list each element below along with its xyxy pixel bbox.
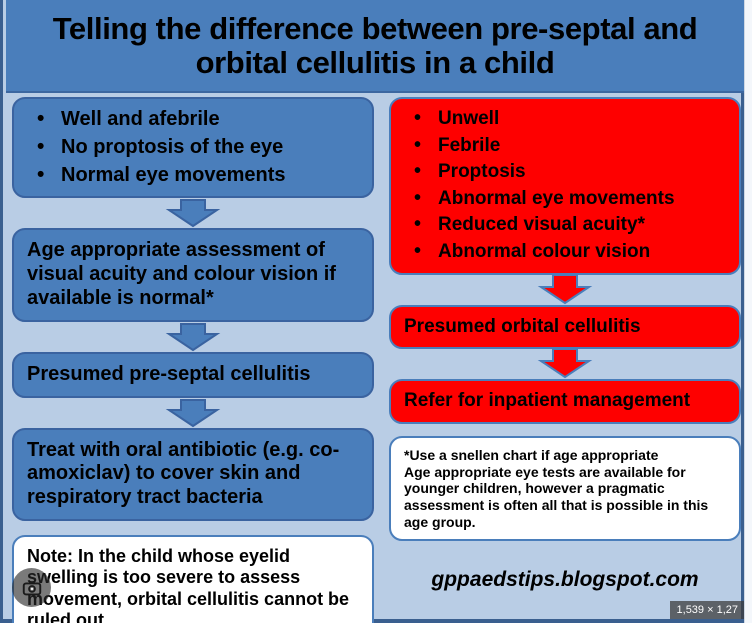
footnote-line: younger children, however a pragmatic [404,480,665,497]
preseptal-features-box: Well and afebrile No proptosis of the ey… [12,97,374,199]
preseptal-diagnosis-box: Presumed pre-septal cellulitis [12,351,374,398]
image-dimensions-badge: 1,539 × 1,27 [669,601,744,619]
preseptal-features-list: Well and afebrile No proptosis of the ey… [27,107,359,188]
camera-rotate-icon[interactable] [12,568,51,607]
arrow-down-icon-left-2 [12,322,374,352]
list-item: Normal eye movements [27,163,359,188]
title-banner: Telling the difference between pre-septa… [6,0,744,93]
blog-url-text: gppaedstips.blogspot.com [431,568,699,591]
list-item: Unwell [404,107,726,131]
preseptal-assessment-box: Age appropriate assessment of visual acu… [12,228,374,322]
orbital-features-list: Unwell Febrile Proptosis Abnormal eye mo… [404,107,726,264]
footnote-line: *Use a snellen chart if age appropriate [404,446,659,463]
spacer [389,424,741,436]
preseptal-pathway-column: Well and afebrile No proptosis of the ey… [12,97,374,623]
arrow-down-icon-right-2 [389,349,741,379]
footnote-lines: *Use a snellen chart if age appropriate … [404,447,726,530]
arrow-down-icon-right-1 [389,274,741,305]
page-right-margin [744,0,752,623]
orbital-features-box: Unwell Febrile Proptosis Abnormal eye mo… [389,97,741,275]
orbital-pathway-column: Unwell Febrile Proptosis Abnormal eye mo… [389,97,741,542]
list-item: Abnormal colour vision [404,240,726,264]
list-item: Proptosis [404,160,726,184]
list-item: Well and afebrile [27,107,359,132]
list-item: Reduced visual acuity* [404,213,726,237]
orbital-action-box: Refer for inpatient management [389,379,741,424]
orbital-footnote-box: *Use a snellen chart if age appropriate … [389,435,741,542]
page-title: Telling the difference between pre-septa… [52,11,698,80]
footnote-line: age group. [404,513,476,530]
arrow-down-icon-left-3 [12,398,374,428]
list-item: Febrile [404,134,726,158]
orbital-diagnosis-box: Presumed orbital cellulitis [389,304,741,350]
arrow-down-icon-left-1 [12,198,374,228]
preseptal-treatment-box: Treat with oral antibiotic (e.g. co-amox… [12,427,374,521]
footnote-line: Age appropriate eye tests are available … [404,463,686,480]
preseptal-note-box: Note: In the child whose eyelid swelling… [12,534,374,623]
spacer [12,521,374,535]
list-item: Abnormal eye movements [404,187,726,211]
footnote-line: assessment is often all that is possible… [404,496,709,513]
list-item: No proptosis of the eye [27,135,359,160]
